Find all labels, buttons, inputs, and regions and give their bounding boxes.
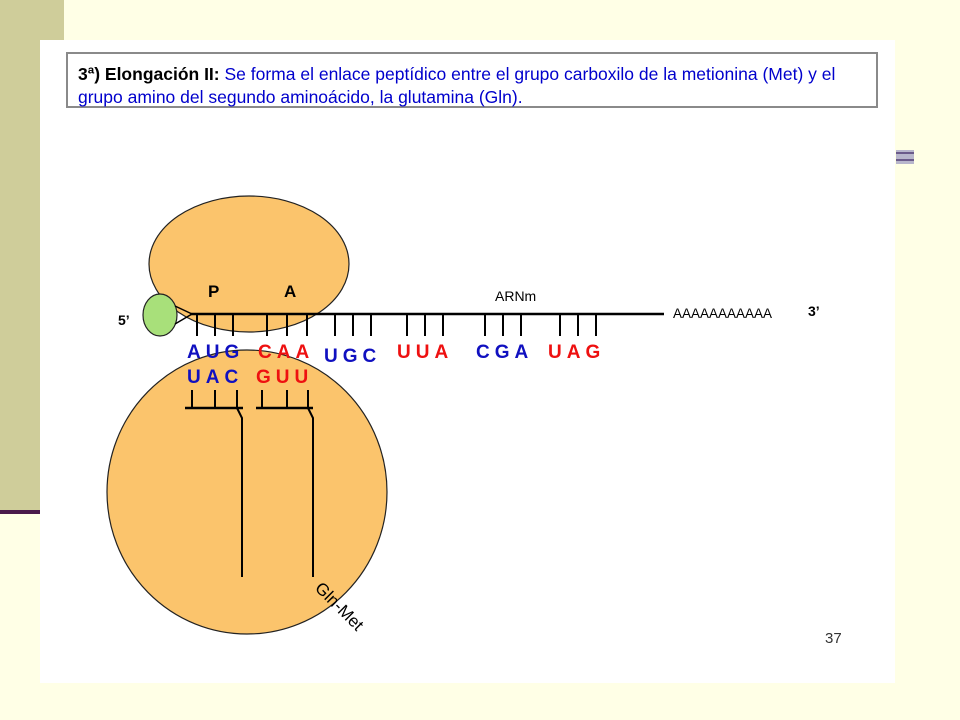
three-prime-label: 3’ bbox=[808, 303, 820, 319]
title-text: Se forma el enlace peptídico entre el gr… bbox=[78, 64, 836, 107]
anticodon-met: UAC bbox=[187, 367, 243, 388]
trna-arm bbox=[236, 407, 243, 577]
mrna-codon: CAA bbox=[258, 342, 314, 363]
site-a-label: A bbox=[284, 282, 296, 301]
trna-met bbox=[185, 390, 243, 577]
cap-link-lower bbox=[174, 313, 193, 325]
five-prime-label: 5’ bbox=[118, 312, 130, 328]
mrna-base-ticks bbox=[196, 314, 597, 336]
poly-a-tail: AAAAAAAAAAA bbox=[673, 306, 772, 321]
mrna-codon: UAG bbox=[548, 342, 605, 363]
five-prime-cap bbox=[142, 293, 178, 337]
translation-diagram: P A ARNm 5’ AAAAAAAAAAA 3’ AUG CAA UGC U… bbox=[106, 195, 820, 635]
site-p-label: P bbox=[208, 282, 219, 301]
trna-arm bbox=[307, 407, 314, 577]
mrna-codon: CGA bbox=[476, 342, 533, 363]
cap-link-upper bbox=[174, 305, 193, 315]
page-number: 37 bbox=[825, 630, 842, 647]
ribosome-large-subunit bbox=[106, 349, 388, 635]
mrna-label: ARNm bbox=[495, 288, 536, 304]
mrna-codon: UGC bbox=[324, 346, 381, 367]
title-lead: 3ª) Elongación II bbox=[78, 64, 214, 84]
left-accent-line bbox=[0, 510, 60, 514]
mrna-codon: AUG bbox=[187, 342, 244, 363]
title-colon: : bbox=[213, 64, 220, 84]
slide: 3ª) Elongación II: Se forma el enlace pe… bbox=[40, 40, 895, 683]
trna-anticodons: UAC GUU bbox=[187, 367, 313, 388]
right-accent-mark bbox=[896, 150, 914, 164]
trna-gln bbox=[256, 390, 314, 577]
mrna-codons: AUG CAA UGC UUA CGA UAG bbox=[187, 342, 605, 367]
anticodon-gln: GUU bbox=[256, 367, 313, 388]
title-box: 3ª) Elongación II: Se forma el enlace pe… bbox=[66, 52, 878, 108]
mrna-codon: UUA bbox=[397, 342, 453, 363]
ribosome-small-subunit bbox=[148, 195, 350, 333]
